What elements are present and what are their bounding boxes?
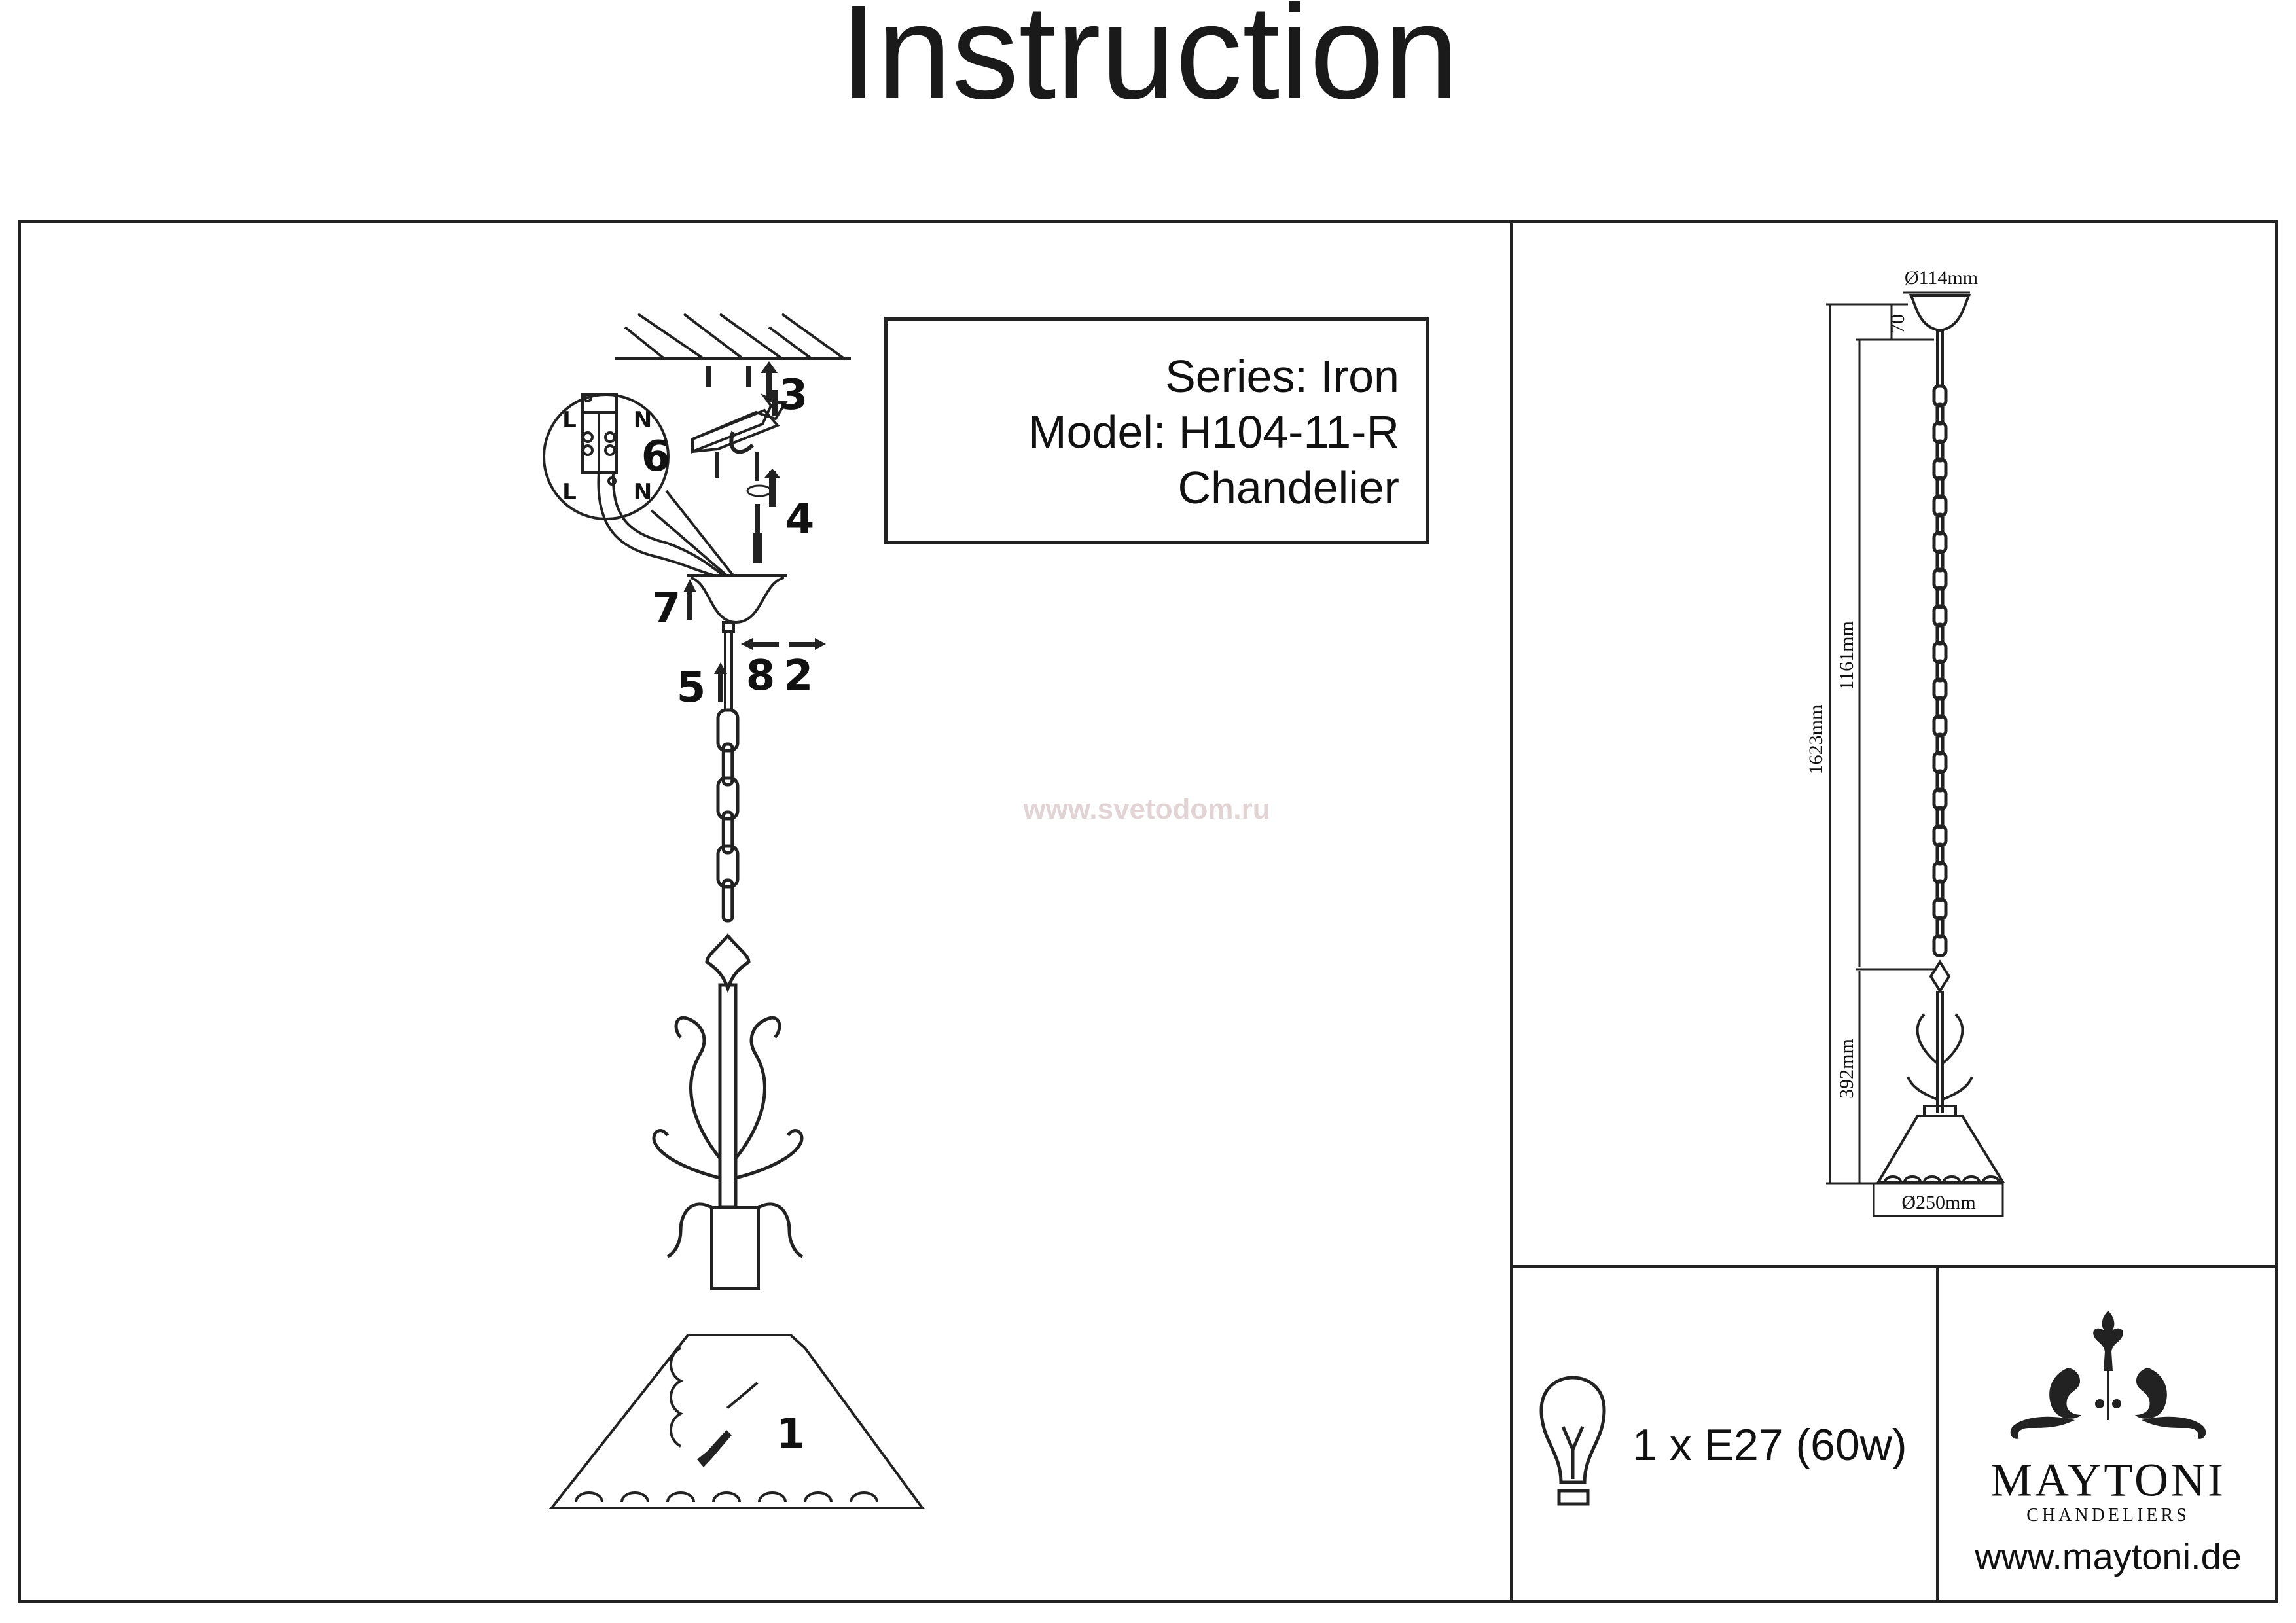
maytoni-logo-icon (2010, 1311, 2206, 1439)
chain-link (716, 776, 740, 821)
info-box: Series: Iron Model: H104-11-R Chandelier (884, 317, 1429, 544)
canopy-height-label: 70 (1887, 314, 1909, 334)
rotation-icon (746, 484, 772, 497)
brand-name: MAYTONI (1990, 1454, 2227, 1507)
light-bulb-icon (1539, 1376, 1606, 1506)
chain-link (1932, 934, 1948, 957)
screwdriver-icon (697, 1382, 759, 1467)
wire-icon (597, 472, 734, 577)
step-3-label: 3 (778, 371, 808, 419)
terminal-n-top: N (633, 407, 653, 433)
watermark: www.svetodom.ru (1023, 793, 1270, 825)
step-4-label: 4 (785, 495, 815, 544)
type-label: Chandelier (1177, 462, 1399, 513)
brand-subtitle: CHANDELIERS (2026, 1505, 2190, 1525)
chain-link (721, 810, 734, 855)
screw-icon (715, 452, 780, 563)
body-height-label: 392mm (1836, 1039, 1857, 1099)
brand-website-link[interactable]: www.maytoni.de (1975, 1535, 2242, 1577)
series-label: Series: Iron (1165, 351, 1399, 402)
chain-link (721, 878, 734, 923)
ceiling (615, 313, 851, 360)
step-6-label: 6 (641, 433, 671, 481)
chain (716, 708, 740, 923)
step-8-label: 8 (745, 652, 776, 700)
chain-length-label: 1161mm (1836, 621, 1857, 690)
terminal-block-icon (581, 393, 618, 486)
step-1-label: 1 (776, 1410, 806, 1459)
divider-vertical (1510, 220, 1513, 1603)
divider-vertical-bottom (1936, 1265, 1939, 1603)
total-height-label: 1623mm (1805, 704, 1827, 775)
chain-link (721, 742, 734, 787)
shade-diameter-label: Ø250mm (1901, 1192, 1976, 1213)
page-title: Instruction (840, 0, 1459, 127)
lamp-shade (548, 1334, 925, 1509)
step-7-label: 7 (651, 584, 681, 633)
ornament-body (652, 933, 804, 1290)
fixture-side-view (1876, 294, 2005, 1183)
model-label: Model: H104-11-R (1028, 406, 1399, 457)
step-2-label: 2 (783, 652, 814, 700)
arrow-icon (683, 390, 826, 702)
bulb-spec: 1 x E27 (60w) (1632, 1420, 1907, 1470)
mounting-bracket-icon (691, 393, 788, 454)
dimension-lines (1826, 291, 2004, 1217)
terminal-n-bottom: N (633, 479, 653, 505)
divider-horizontal (1510, 1265, 2278, 1268)
outer-frame (18, 220, 2278, 1603)
chain (1932, 384, 1948, 957)
step-5-label: 5 (676, 664, 706, 712)
terminal-l-top: L (562, 407, 577, 433)
canopy-diameter-label: Ø114mm (1904, 267, 1979, 289)
chain-link (716, 708, 740, 753)
chain-link (716, 844, 740, 889)
terminal-l-bottom: L (562, 479, 577, 505)
wall-plug-icon (706, 361, 778, 402)
